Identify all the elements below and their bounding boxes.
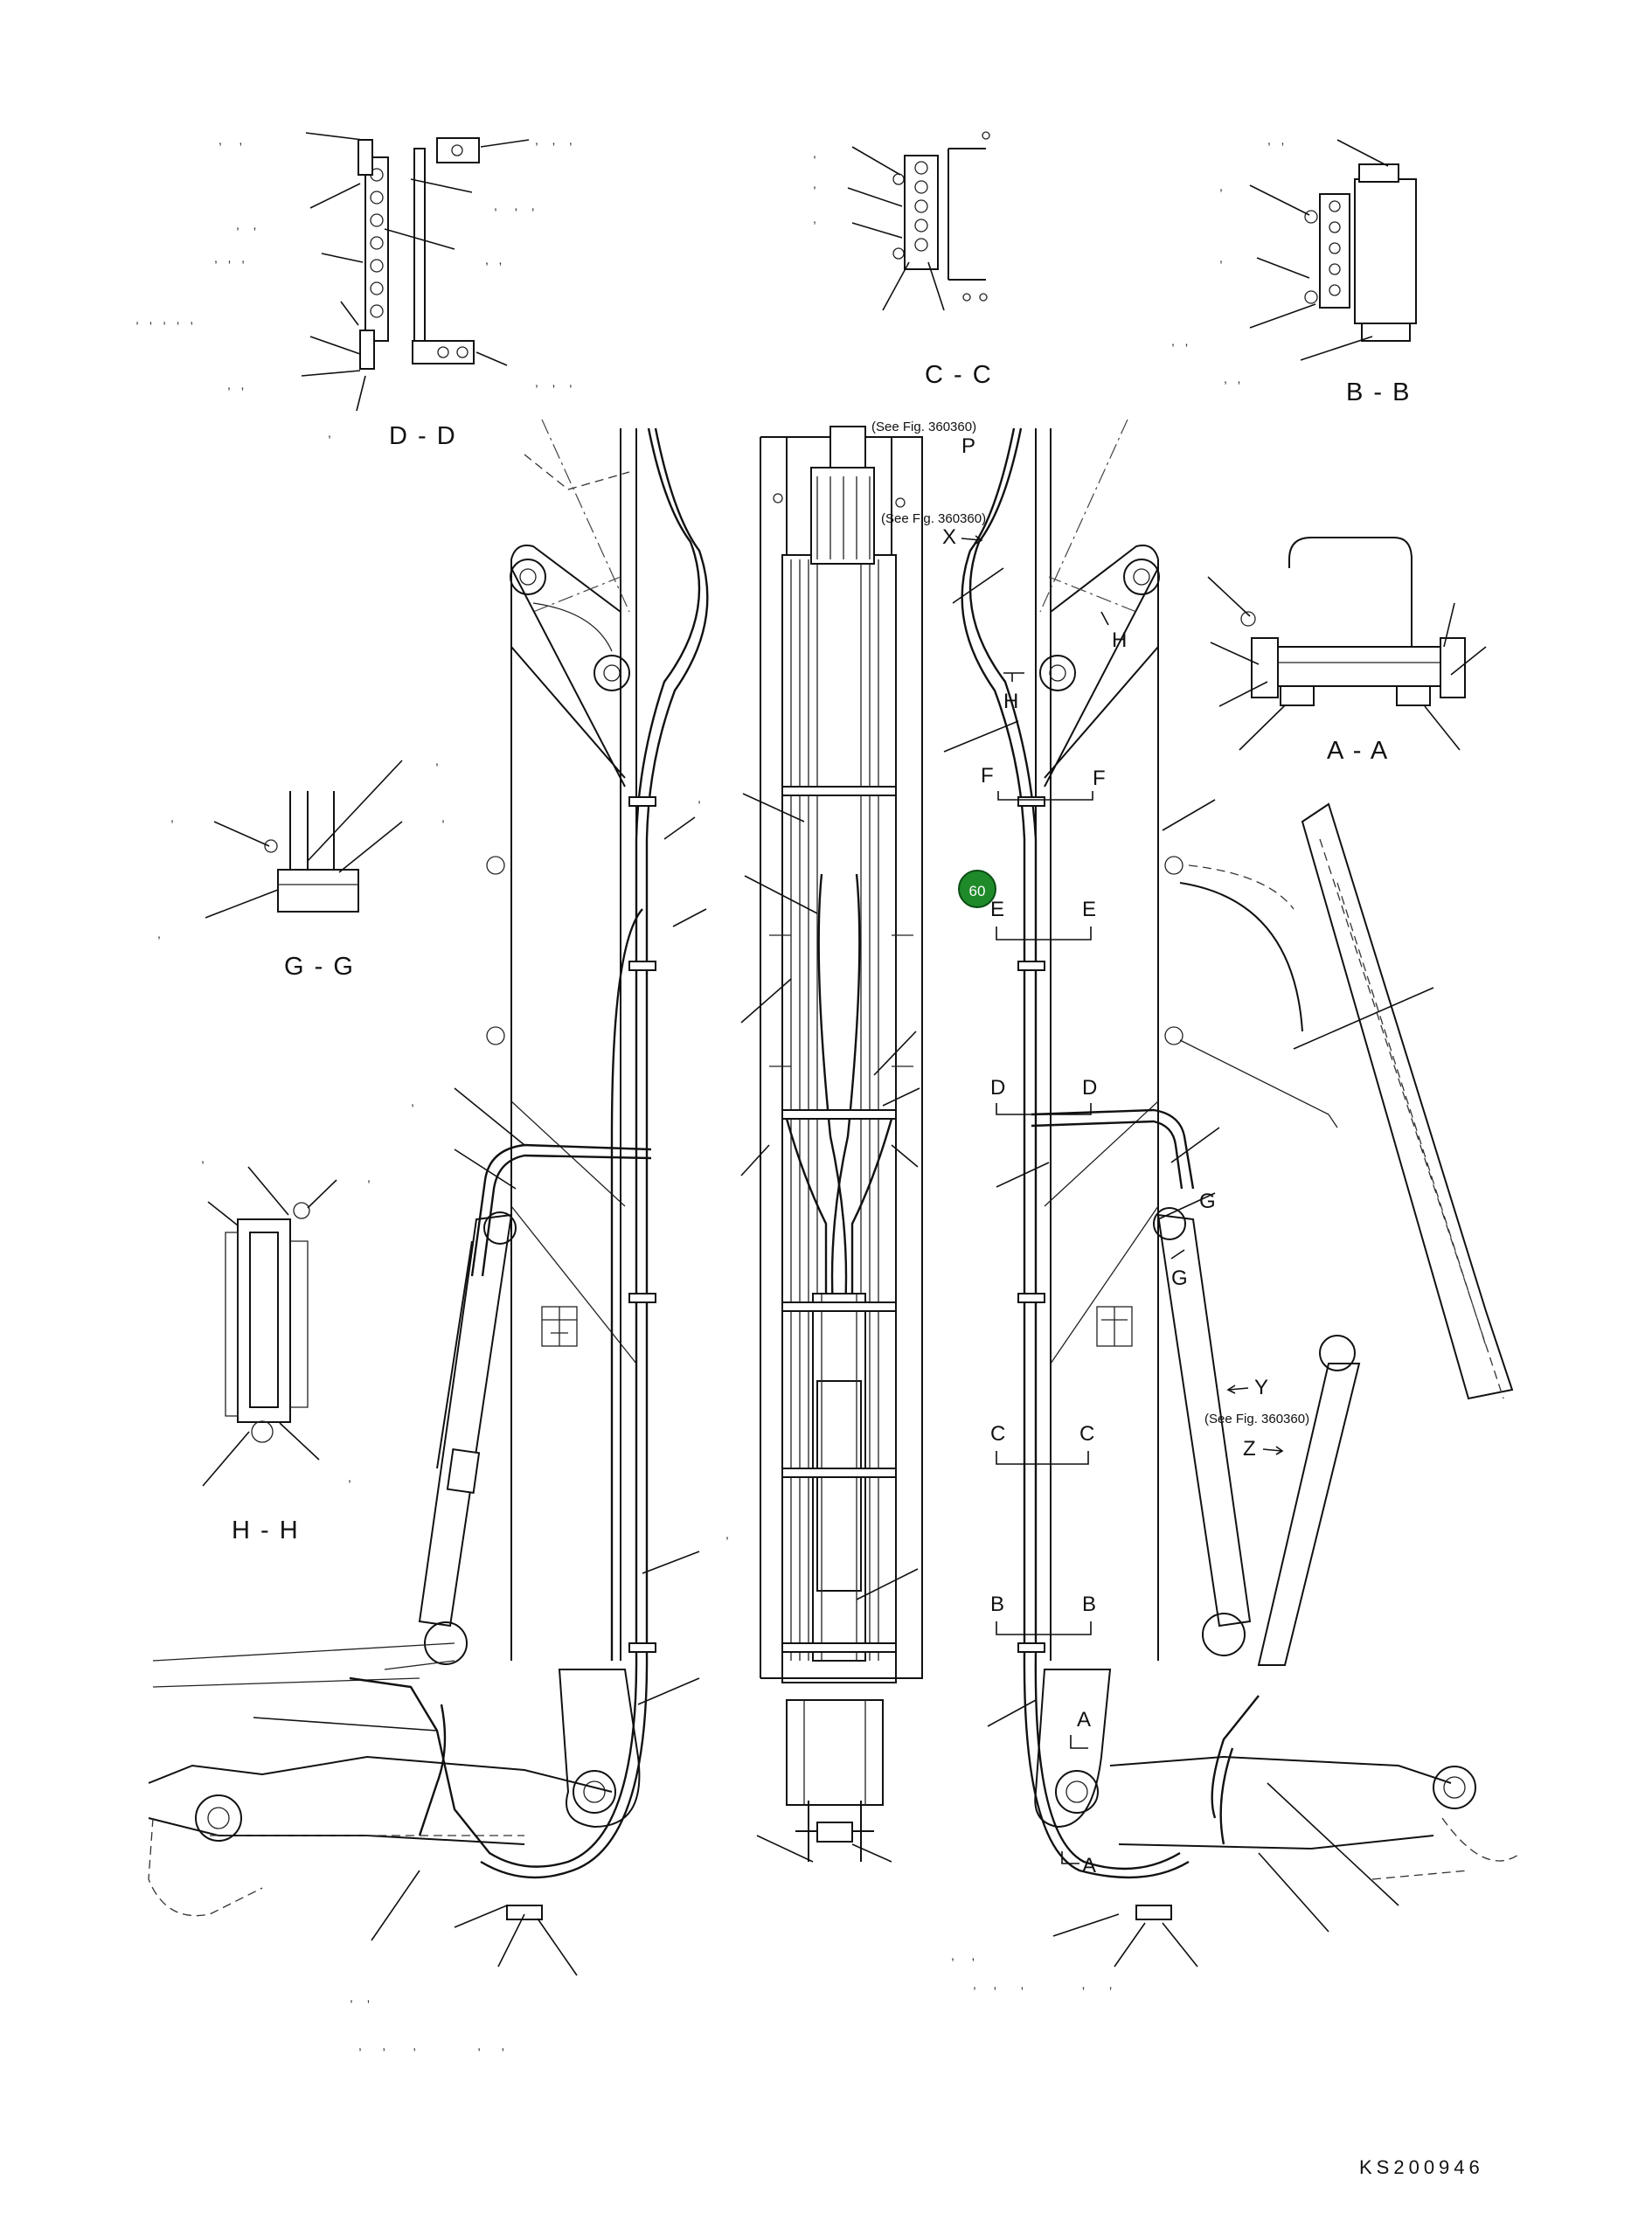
cut-mark-c-left: C bbox=[990, 1422, 1005, 1446]
svg-text:, ,: , , bbox=[951, 1948, 975, 1962]
section-view-g-g: G - G ,, ,, bbox=[157, 753, 445, 981]
right-boom-assembly: , , , , , , , bbox=[943, 419, 1522, 1991]
svg-text:, , ,: , , , bbox=[535, 375, 573, 389]
cut-mark-f-right: F bbox=[1093, 767, 1106, 790]
left-boom-assembly: ,, , , , , , , , bbox=[148, 419, 729, 2052]
cut-mark-a-upper: A bbox=[1077, 1708, 1091, 1732]
section-label-b-b: B - B bbox=[1346, 378, 1411, 406]
section-label-c-c: C - C bbox=[925, 361, 993, 389]
reference-note-x: (See Fig. 360360) bbox=[881, 511, 986, 526]
section-label-g-g: G - G bbox=[284, 953, 355, 981]
section-view-b-b: B - B , ,, ,, , , , bbox=[1171, 133, 1417, 406]
svg-text:, ,: , , bbox=[485, 253, 502, 267]
cut-mark-b-right: B bbox=[1082, 1593, 1096, 1616]
svg-text:, , ,: , , , bbox=[535, 133, 573, 147]
section-cut-marks: H H F F E E D D G G C C B B A A bbox=[981, 611, 1216, 1877]
cut-mark-d-right: D bbox=[1082, 1076, 1097, 1100]
svg-text:,: , bbox=[201, 1151, 205, 1165]
svg-text:, ,: , , bbox=[1267, 133, 1284, 147]
reference-note-y: (See Fig. 360360) bbox=[1204, 1412, 1309, 1426]
section-view-c-c: C - C ,,, bbox=[813, 131, 993, 389]
svg-text:,: , bbox=[725, 1527, 729, 1541]
svg-text:,: , bbox=[813, 177, 816, 191]
svg-text:, ,: , , bbox=[1224, 371, 1240, 385]
svg-text:,: , bbox=[813, 146, 816, 160]
svg-text:,: , bbox=[348, 1470, 351, 1484]
view-arrow-p: P bbox=[961, 434, 975, 458]
svg-text:,: , bbox=[157, 927, 161, 940]
svg-text:,: , bbox=[698, 791, 701, 805]
svg-text:,: , bbox=[441, 810, 445, 824]
cut-mark-e-left: E bbox=[990, 898, 1004, 921]
svg-text:, , , , ,: , , , , , bbox=[135, 312, 193, 326]
svg-text:,: , bbox=[411, 1094, 414, 1108]
svg-text:, , ,: , , , bbox=[214, 251, 245, 265]
section-label-h-h: H - H bbox=[232, 1517, 300, 1544]
svg-text:, ,: , , bbox=[227, 378, 244, 392]
svg-text:,: , bbox=[367, 1170, 371, 1184]
cut-mark-g-lower: G bbox=[1171, 1267, 1188, 1290]
cut-mark-f-left: F bbox=[981, 764, 994, 788]
section-view-h-h: H - H ,, , bbox=[201, 1151, 371, 1544]
svg-text:,: , bbox=[1219, 179, 1223, 193]
svg-text:,: , bbox=[328, 426, 331, 440]
svg-text:,: , bbox=[1219, 251, 1223, 265]
svg-text:, ,: , , bbox=[350, 1990, 370, 2004]
part-callout-badge[interactable]: 60 bbox=[958, 870, 996, 908]
section-label-a-a: A - A bbox=[1327, 737, 1389, 765]
cut-mark-b-left: B bbox=[990, 1593, 1004, 1616]
svg-text:, , ,: , , , , , bbox=[358, 2038, 504, 2052]
svg-text:,: , bbox=[813, 212, 816, 226]
cut-mark-h-right: H bbox=[1112, 628, 1127, 652]
svg-text:,: , bbox=[435, 753, 439, 767]
reference-note-top: (See Fig. 360360) bbox=[871, 420, 976, 434]
svg-text:, ,: , , bbox=[219, 133, 242, 147]
svg-text:, ,: , , bbox=[236, 218, 256, 232]
section-label-d-d: D - D bbox=[389, 422, 457, 450]
reference-notes: (See Fig. 360360) (See Fig. 360360) (See… bbox=[871, 420, 1309, 1461]
cut-mark-d-left: D bbox=[990, 1076, 1005, 1100]
cut-mark-g-upper: G bbox=[1199, 1190, 1216, 1213]
svg-text:,: , bbox=[170, 810, 174, 824]
svg-text:, , ,: , , , , , bbox=[973, 1977, 1112, 1991]
svg-text:, , ,: , , , bbox=[494, 198, 535, 212]
callout-badge-circle[interactable] bbox=[958, 870, 996, 908]
callout-badge-label[interactable]: 60 bbox=[969, 883, 986, 899]
view-arrow-x: X bbox=[942, 525, 956, 549]
cut-mark-c-right: C bbox=[1079, 1422, 1094, 1446]
cut-mark-e-right: E bbox=[1082, 898, 1096, 921]
view-arrow-y: Y bbox=[1254, 1376, 1268, 1399]
section-view-a-a: A - A bbox=[1207, 537, 1487, 765]
center-boom-assembly: , bbox=[698, 426, 923, 1863]
cut-mark-a-lower: A bbox=[1082, 1854, 1096, 1877]
cut-mark-h-left: H bbox=[1003, 690, 1018, 713]
section-view-d-d: D - D , , , , , , , , , , , , , , , , , … bbox=[135, 132, 573, 450]
drawing-code: KS200946 bbox=[1359, 2156, 1484, 2178]
svg-text:, ,: , , bbox=[1171, 334, 1188, 348]
view-arrow-z: Z bbox=[1243, 1437, 1256, 1461]
